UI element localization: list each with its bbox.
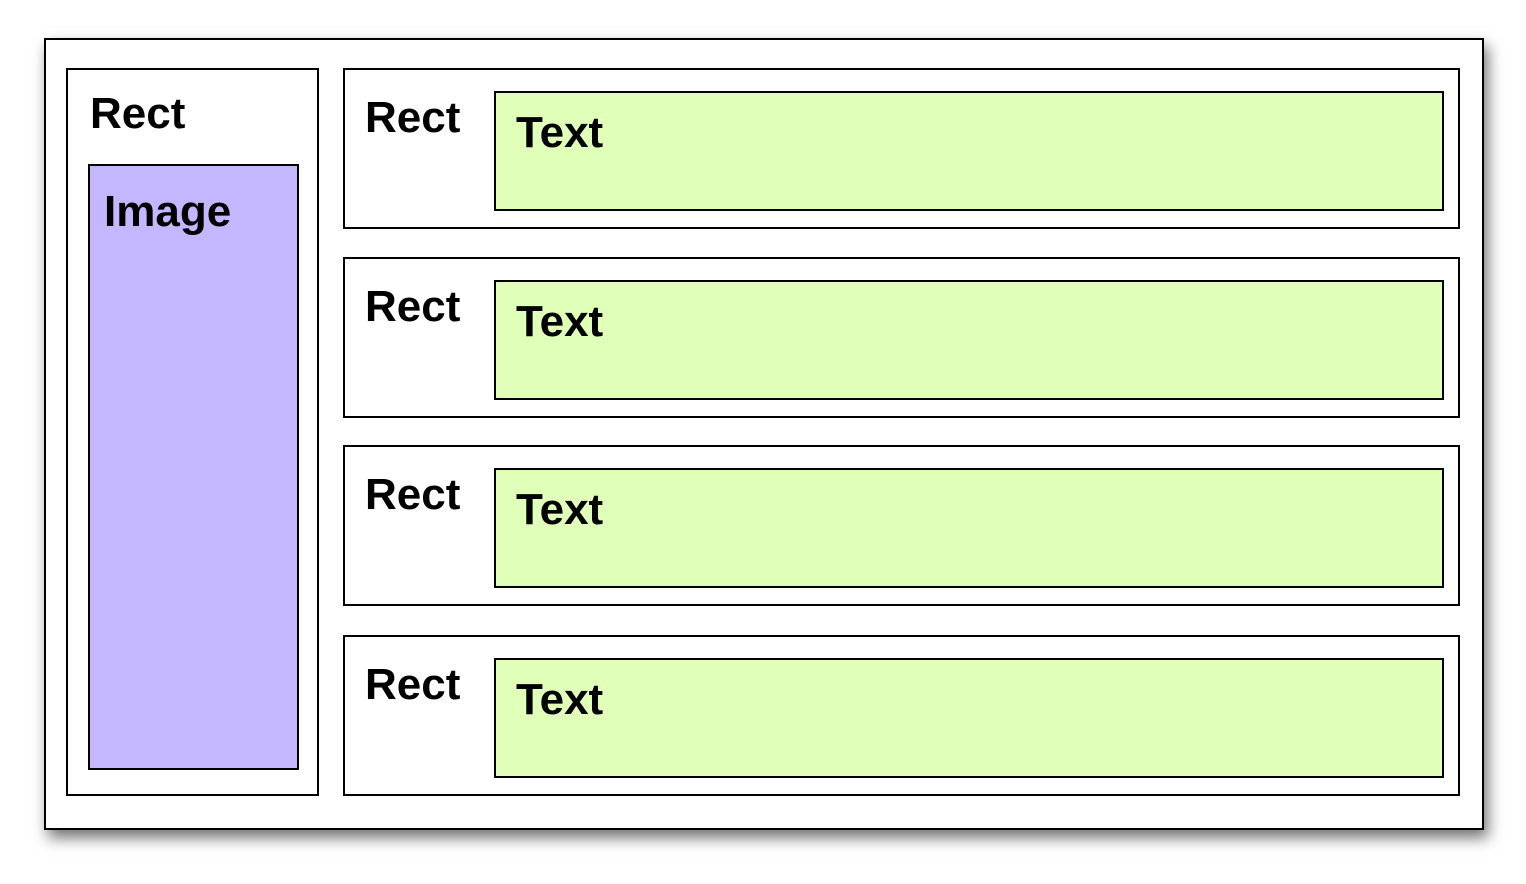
text-label: Text xyxy=(516,297,604,346)
row-rect-label: Rect xyxy=(365,660,461,709)
text-box-2: Text xyxy=(494,280,1444,400)
text-box-4: Text xyxy=(494,658,1444,778)
row-rect-3: Rect Text xyxy=(343,445,1460,606)
left-rect: Rect Image xyxy=(66,68,319,796)
row-rect-label: Rect xyxy=(365,282,461,331)
left-rect-label: Rect xyxy=(90,89,186,138)
text-box-1: Text xyxy=(494,91,1444,211)
row-rect-2: Rect Text xyxy=(343,257,1460,418)
text-label: Text xyxy=(516,108,604,157)
text-label: Text xyxy=(516,675,604,724)
row-rect-label: Rect xyxy=(365,93,461,142)
row-rect-1: Rect Text xyxy=(343,68,1460,229)
text-label: Text xyxy=(516,485,604,534)
row-rect-label: Rect xyxy=(365,470,461,519)
text-box-3: Text xyxy=(494,468,1444,588)
image-label: Image xyxy=(104,187,232,236)
row-rect-4: Rect Text xyxy=(343,635,1460,796)
diagram-canvas: Rect Image Rect Text Rect Text Rect Text… xyxy=(44,38,1484,830)
image-box: Image xyxy=(88,164,299,770)
